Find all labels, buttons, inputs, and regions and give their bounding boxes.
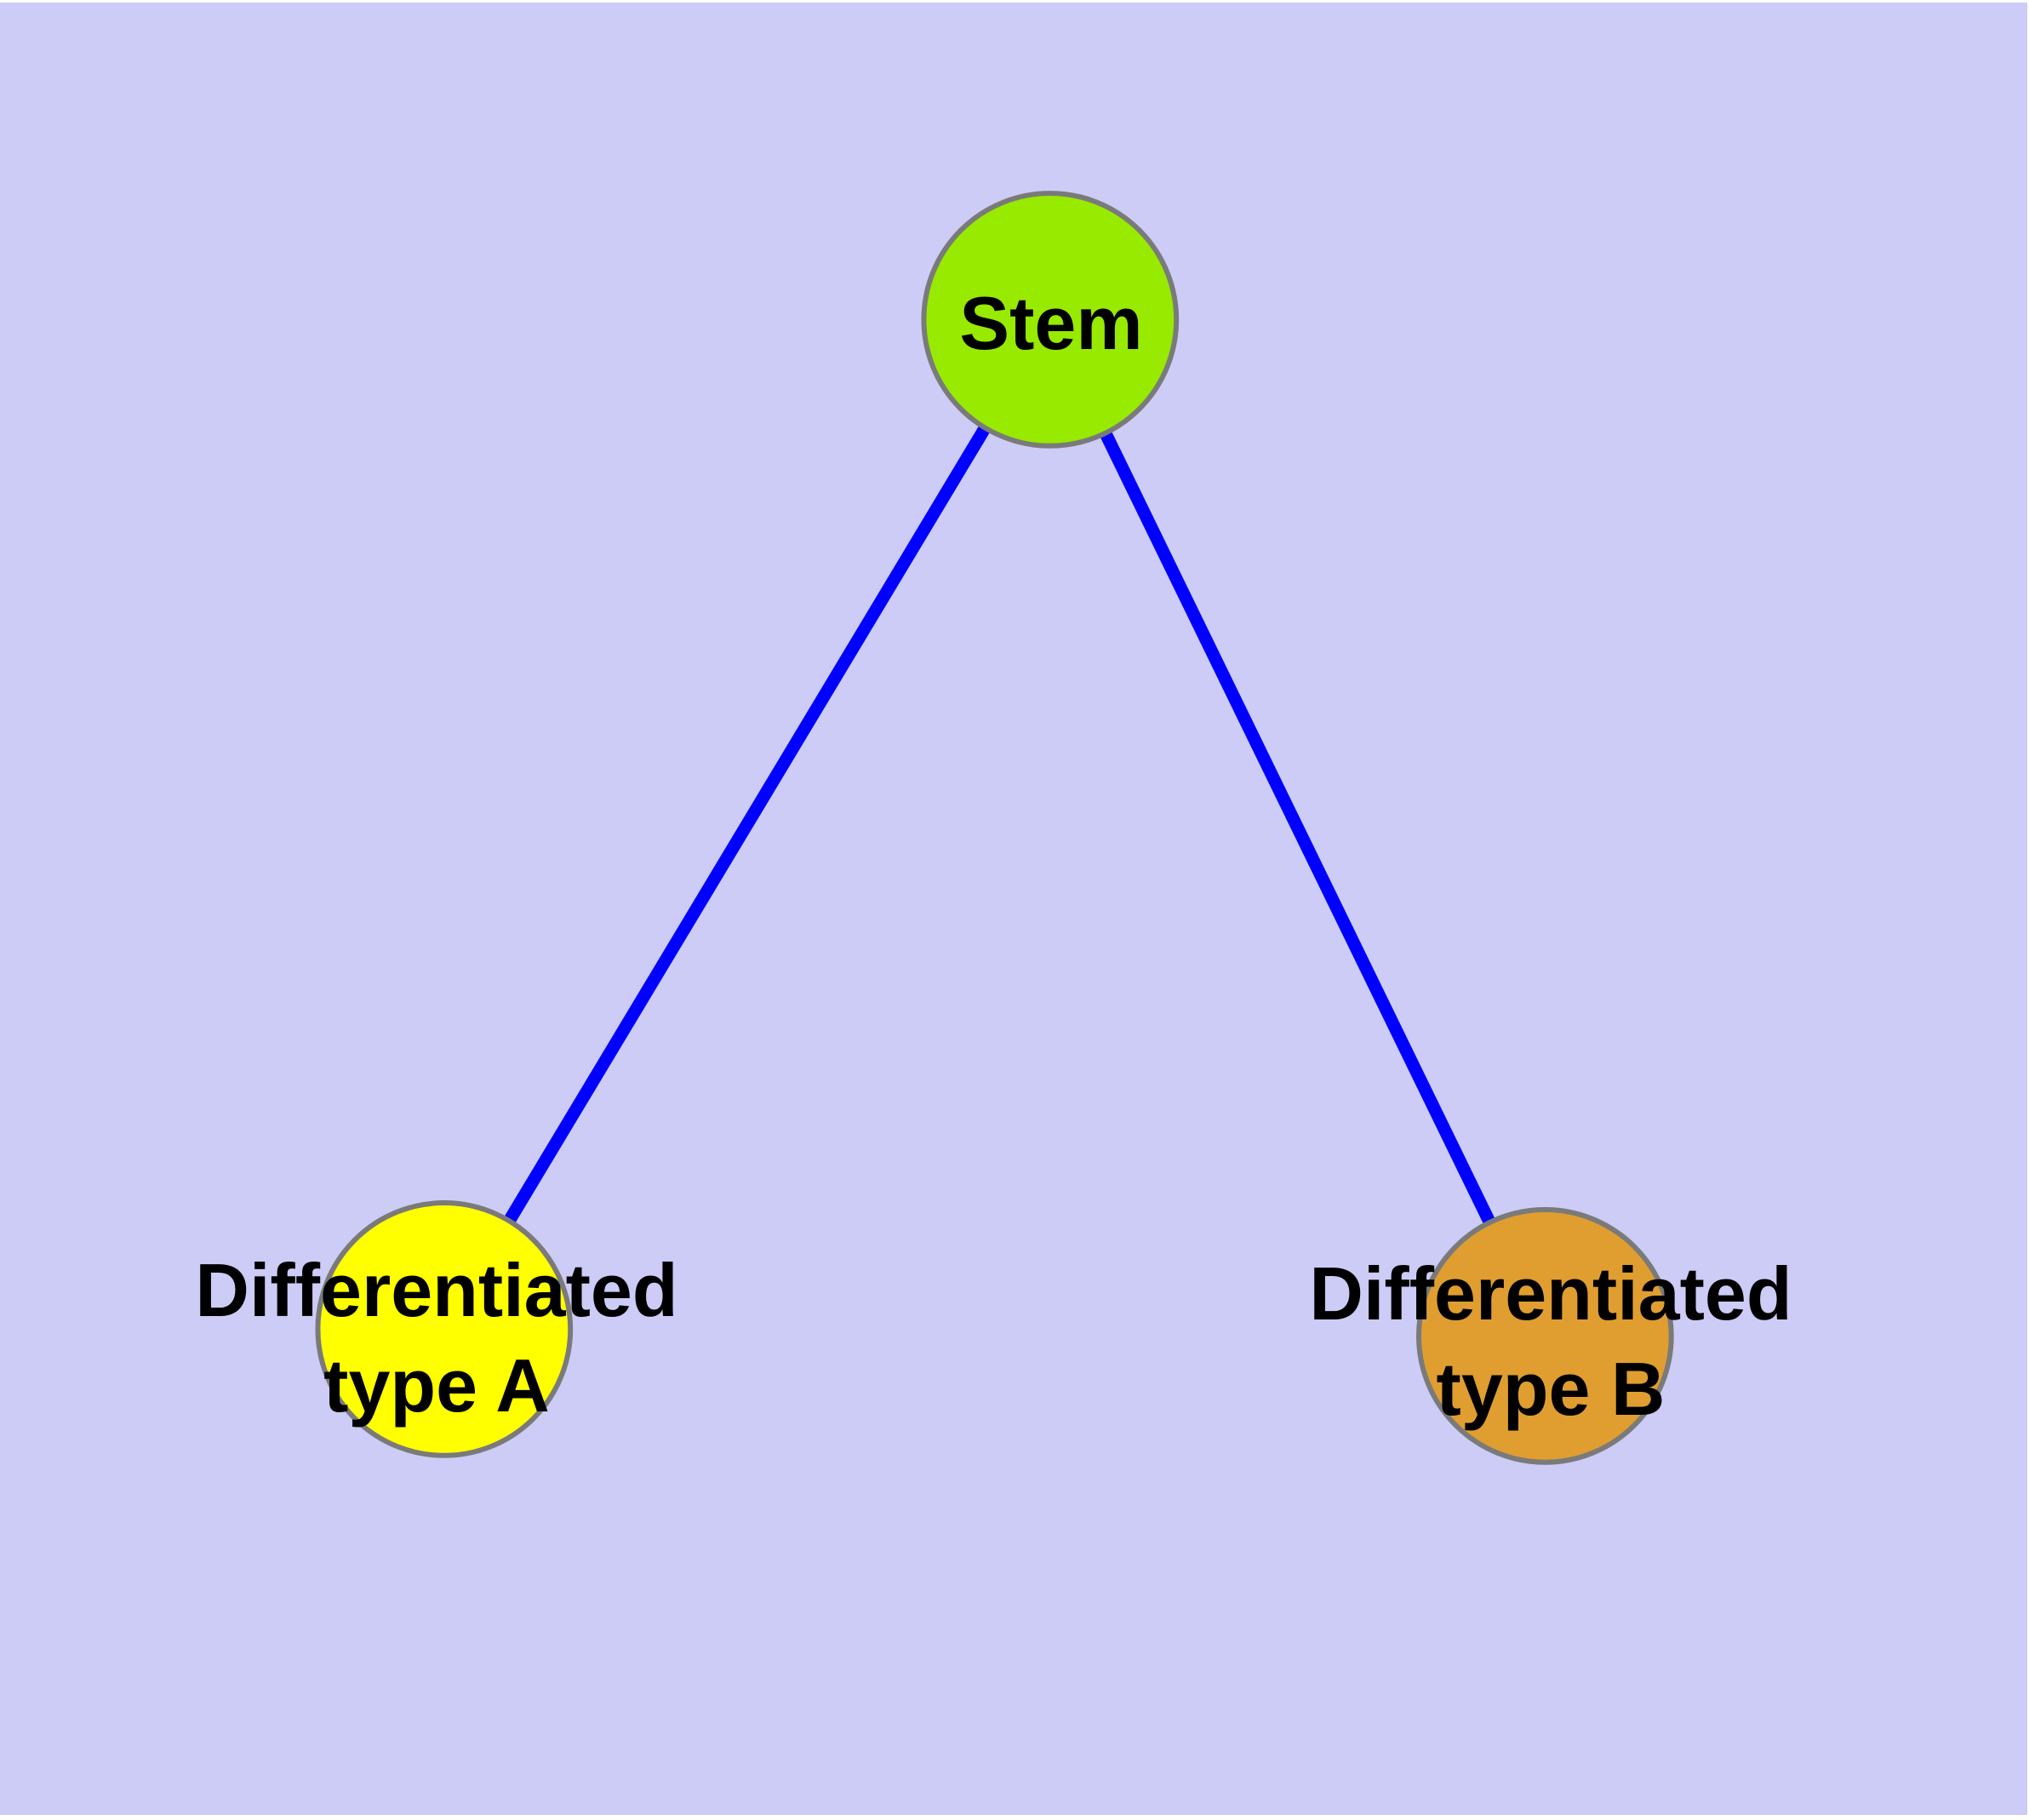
node-differentiated-type-a-label: Differentiated type A: [195, 1243, 677, 1434]
node-stem-circle: [921, 191, 1180, 449]
edge-stem-to-type-a: [438, 316, 1056, 1333]
label-line: type B: [1436, 1347, 1666, 1431]
node-differentiated-type-a-circle: [315, 1200, 574, 1458]
node-differentiated-type-b-label: Differentiated type B: [1309, 1246, 1792, 1437]
diagram-canvas: Stem Differentiated type A Differentiate…: [0, 3, 2027, 1815]
graph-svg: [315, 191, 1674, 1465]
label-line: Differentiated: [195, 1248, 678, 1332]
label-line: type A: [323, 1343, 550, 1428]
edge-stem-to-type-b: [1044, 317, 1552, 1339]
label-line: Differentiated: [1309, 1251, 1792, 1336]
node-stem-label: Stem: [959, 281, 1143, 365]
node-differentiated-type-b-circle: [1416, 1207, 1674, 1465]
